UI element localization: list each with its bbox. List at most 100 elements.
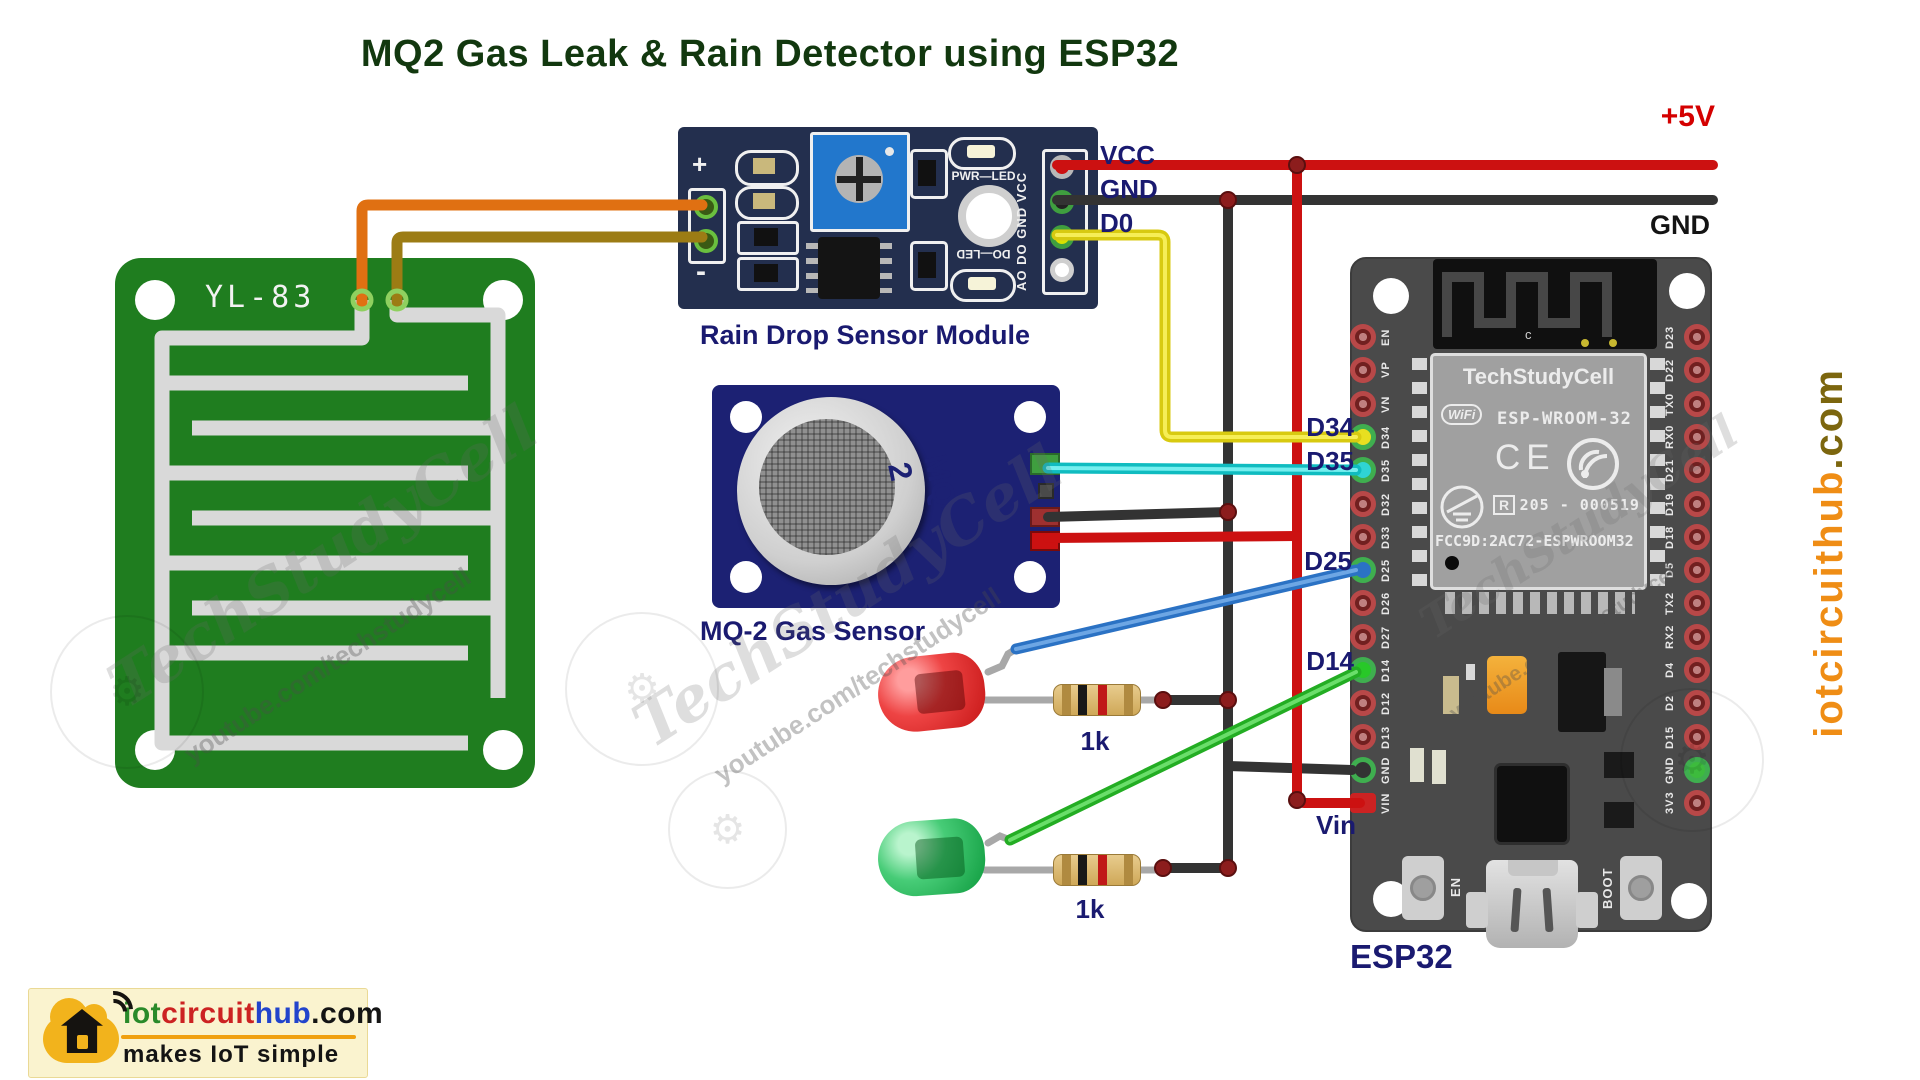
resistor-1 [1053, 684, 1141, 716]
shield-pads-left [1412, 358, 1427, 586]
smd-outline [735, 150, 799, 186]
antenna-mark: c [1525, 327, 1532, 342]
mounting-hole [730, 401, 762, 433]
logo-hub: hub [254, 997, 312, 1030]
do-led [950, 269, 1016, 302]
espressif-logo [1567, 438, 1619, 490]
voltage-regulator [1558, 652, 1606, 732]
resistor-2-value: 1k [1075, 894, 1105, 924]
esp32-pin-label-vn: VN [1380, 394, 1392, 413]
shield-legs [1445, 592, 1635, 614]
mounting-hole [1014, 561, 1046, 593]
smd-outline [735, 186, 799, 220]
page-title: MQ2 Gas Leak & Rain Detector using ESP32 [360, 33, 1180, 75]
plus-mark: + [692, 149, 708, 179]
boot-button[interactable] [1620, 856, 1662, 920]
esp32-pin-label-vp: VP [1380, 361, 1392, 379]
esp-wroom-32-shield: TechStudyCell WiFi ESP-WROOM-32 CE R 205… [1430, 353, 1647, 590]
shield-brand: TechStudyCell [1462, 364, 1615, 389]
esp32-pin-label-rx2: RX2 [1664, 624, 1676, 649]
d0-pin [1050, 225, 1074, 249]
vcc-wire-label: VCC [1100, 140, 1155, 170]
esp32-pin-d25 [1350, 557, 1376, 584]
esp32-pin-d32 [1350, 490, 1376, 517]
signal-wire-d0-d34 [1051, 229, 1362, 443]
mounting-hole [483, 280, 523, 320]
smd-outline [737, 257, 799, 291]
mounting-hole [1014, 401, 1046, 433]
reg-number: R 205 - 000519 [1493, 495, 1640, 515]
esp32-pin-label-d13: D13 [1380, 725, 1392, 749]
micro-usb-port[interactable] [1486, 860, 1578, 948]
mounting-hole [1373, 278, 1409, 314]
esp32-pin-label-gnd: GND [1380, 756, 1392, 784]
capacitor-orange [1487, 656, 1527, 714]
watermark-stamp: ⚙ [1620, 688, 1764, 832]
connector-pin-names: AO DO GND VCC [1014, 171, 1029, 291]
gnd-pin [1050, 190, 1074, 214]
esp32-pin-label-d35: D35 [1380, 458, 1392, 482]
mounting-hole [1669, 273, 1705, 309]
regulator-tab [1604, 668, 1622, 716]
minus-mark: - [696, 255, 706, 288]
smd-part [1410, 748, 1424, 782]
mounting-hole [958, 185, 1020, 247]
green-led-die [914, 836, 966, 880]
rain-module-caption: Rain Drop Sensor Module [700, 320, 1031, 350]
esp32-pin-label-d32: D32 [1380, 491, 1392, 516]
antenna-meander [1442, 272, 1617, 347]
gnd-wire-label: GND [1100, 174, 1158, 204]
red-led-die [914, 669, 966, 715]
esp32-pin-d21 [1684, 457, 1710, 484]
vcc-pin [1050, 155, 1074, 179]
logo-tagline: makes IoT simple [123, 1041, 340, 1068]
en-button[interactable] [1402, 856, 1444, 920]
resistor-2 [1053, 854, 1141, 886]
wifi-logo: WiFi [1441, 404, 1483, 425]
vin-wire-label: Vin [1316, 810, 1356, 840]
pot-dot [885, 147, 894, 156]
esp32-pin-gnd [1350, 756, 1376, 783]
d0-wire-label: D0 [1100, 208, 1134, 238]
signal-wire-d25-redled [1010, 564, 1362, 655]
esp32-pin-label-d34: D34 [1380, 425, 1392, 449]
cert-mark [1440, 485, 1484, 529]
watermark-stamp: ⚙ [50, 615, 204, 769]
usb-uart-chip [1497, 766, 1567, 842]
probe-pin-minus [694, 229, 718, 253]
pot-screw [835, 155, 883, 203]
esp32-pin-label-vin: VIN [1380, 792, 1392, 814]
rain-sensor-module: + - PWR—LED DO—LED AO DO [678, 127, 1098, 309]
antenna-region: c [1433, 259, 1657, 349]
esp32-pin-d22 [1684, 357, 1710, 384]
en-button-label: EN [1448, 876, 1463, 898]
ic-legs [880, 243, 892, 293]
mounting-hole [135, 280, 175, 320]
gnd-right-label: GND [1650, 210, 1710, 240]
esp32-pin-label-tx2: TX2 [1664, 591, 1676, 615]
mq2-caption: MQ-2 Gas Sensor [700, 616, 926, 646]
component-leads [981, 645, 1167, 874]
esp32-pin-label-d33: D33 [1380, 525, 1392, 549]
esp32-pin-label-d22: D22 [1664, 358, 1676, 382]
esp32-pin-label-d23: D23 [1664, 325, 1676, 349]
smd-outline [737, 221, 799, 255]
mounting-hole [483, 730, 523, 770]
esp32-pin-d4 [1684, 657, 1710, 683]
yl83-label: YL-83 [205, 280, 316, 315]
a0-pin [1050, 258, 1074, 282]
do-led-label: DO—LED [956, 247, 1011, 261]
esp32-pin-d33 [1350, 523, 1376, 550]
mounting-hole [1671, 883, 1707, 919]
watermark-stamp: ⚙ [565, 612, 719, 766]
fcc-id: FCC9D:2AC72-ESPWROOM32 [1435, 532, 1634, 550]
esp32-pin-label-tx0: TX0 [1664, 392, 1676, 416]
mq2-sensor-can: MQ-2 [737, 397, 965, 585]
esp32-pin-rx0 [1684, 423, 1710, 450]
mq2-vcc-pad [1030, 531, 1060, 551]
esp32-pin-label-en: EN [1380, 328, 1392, 346]
smd-outline [910, 241, 948, 291]
d35-wire-label: D35 [1306, 446, 1354, 476]
esp32-pin-d18 [1684, 523, 1710, 550]
